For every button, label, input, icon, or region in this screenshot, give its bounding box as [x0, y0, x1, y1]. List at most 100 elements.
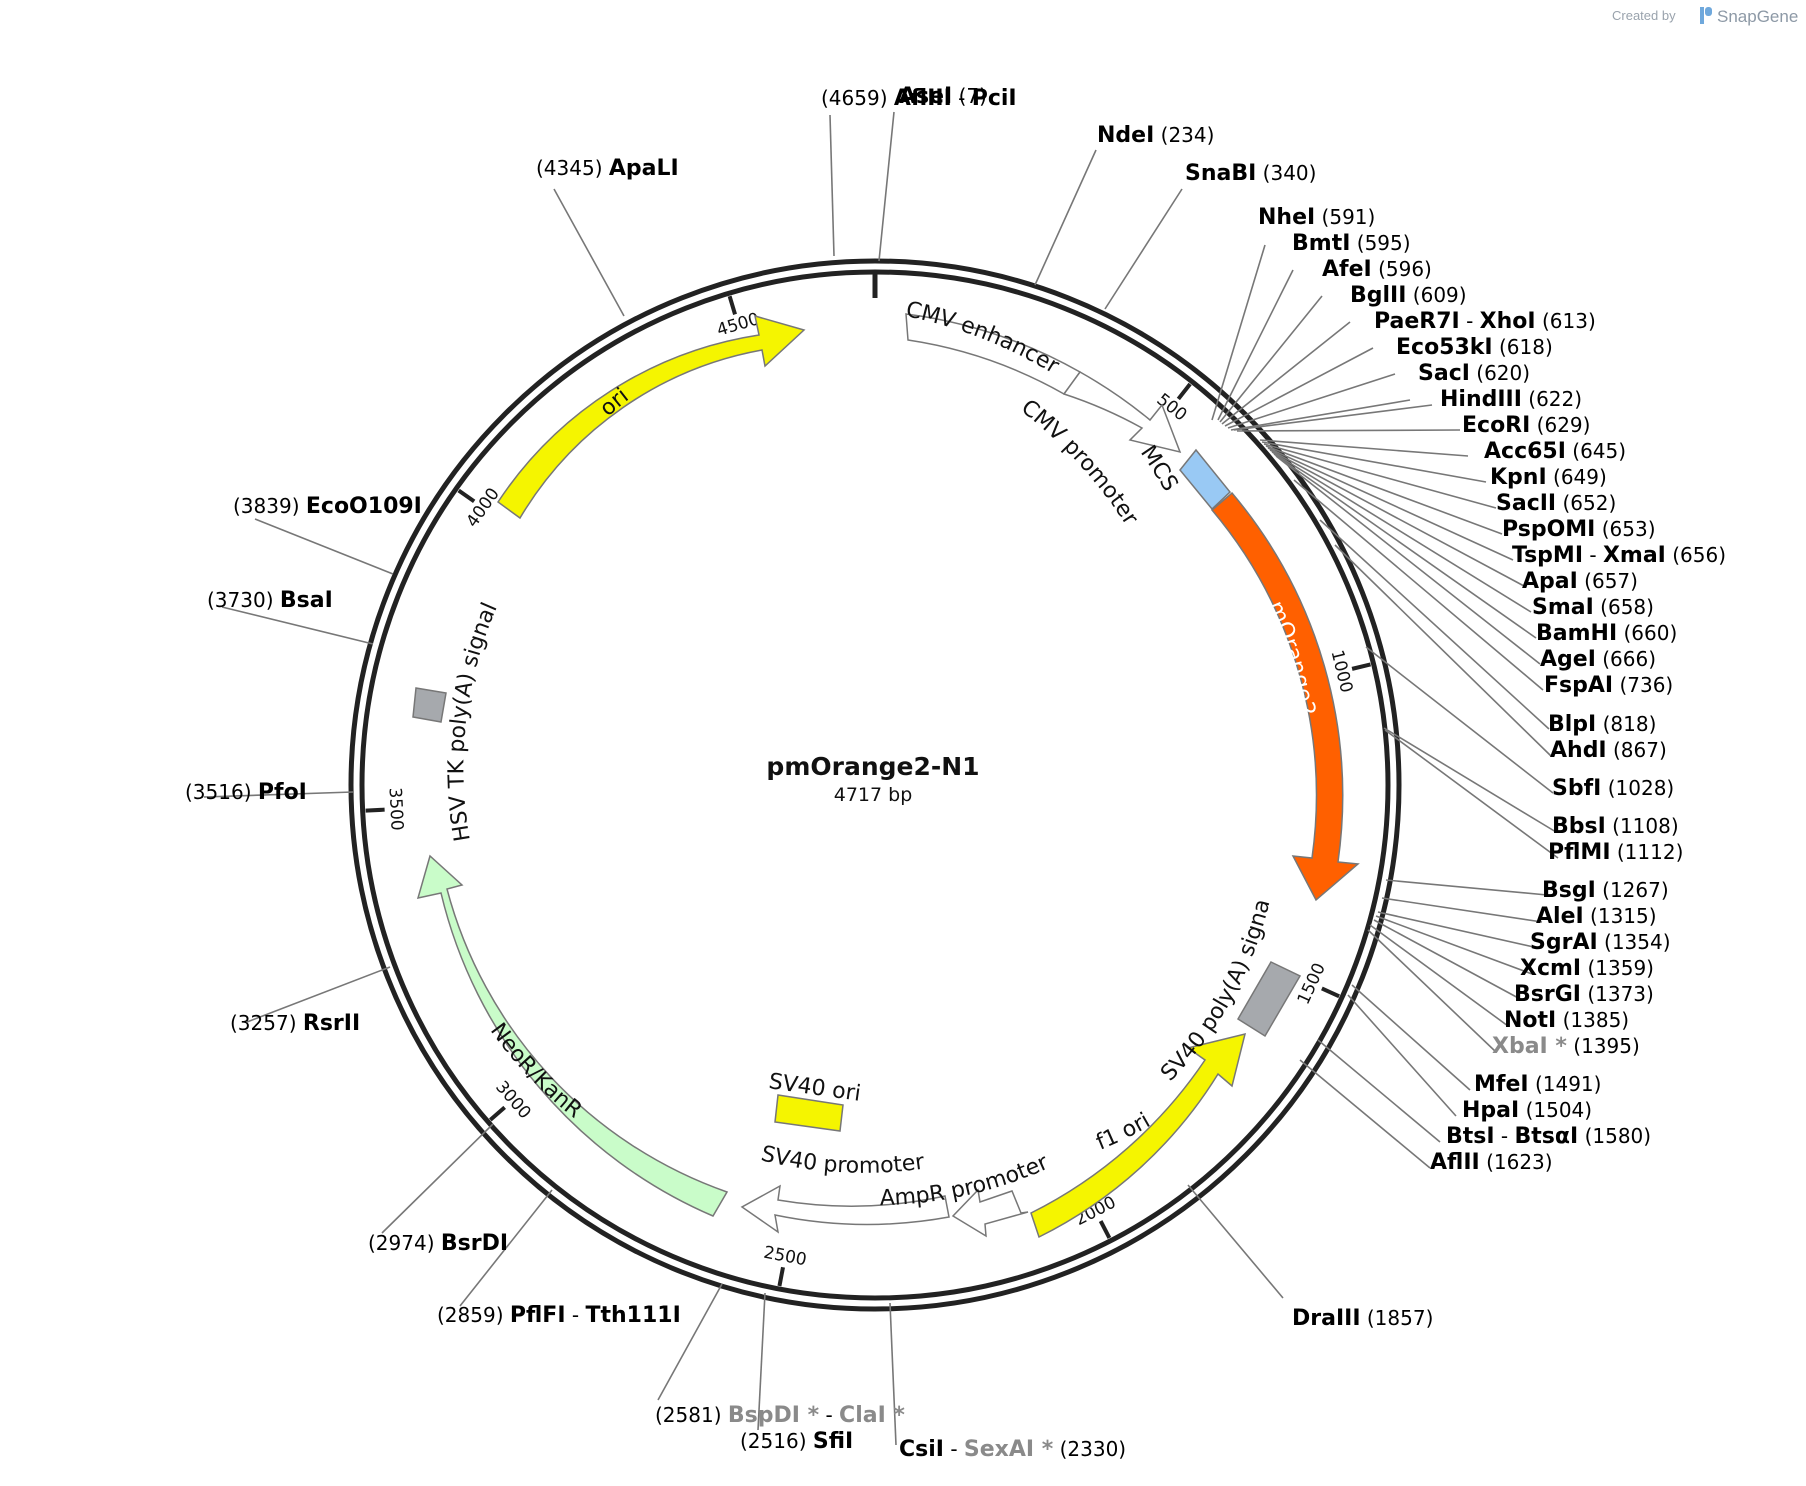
restriction-site-label[interactable]: EcoRI (629): [1462, 413, 1590, 438]
site-enzyme-name: FspAI: [1544, 673, 1613, 698]
restriction-site-label[interactable]: SgrAI (1354): [1530, 930, 1671, 955]
tick-mark: [457, 488, 476, 504]
restriction-site-label[interactable]: BamHI (660): [1536, 621, 1677, 646]
restriction-site-label[interactable]: AleI (1315): [1536, 904, 1657, 929]
restriction-site-label[interactable]: FspAI (736): [1544, 673, 1673, 698]
restriction-site-label[interactable]: NotI (1385): [1504, 1008, 1629, 1033]
site-position: (1267): [1602, 878, 1669, 902]
restriction-site-label[interactable]: (3839) EcoO109I: [233, 494, 422, 519]
restriction-site-label[interactable]: NheI (591): [1258, 205, 1375, 230]
restriction-site-label[interactable]: BlpI (818): [1548, 712, 1656, 737]
restriction-site-label[interactable]: CsiI - SexAI * (2330): [899, 1437, 1126, 1462]
restriction-site-label[interactable]: BmtI (595): [1292, 231, 1411, 256]
created-by-credit: Created by SnapGene: [1612, 7, 1798, 26]
restriction-site-label[interactable]: (4659) AflIII - PciI: [821, 86, 1017, 111]
site-enzyme-name: AhdI: [1550, 738, 1607, 763]
site-enzyme-name: EcoRI: [1462, 413, 1530, 438]
site-enzyme-name: XcmI: [1520, 956, 1581, 981]
tick-label: 2500: [762, 1243, 808, 1271]
feature-f1-ori[interactable]: [1030, 1032, 1247, 1239]
site-position: (1395): [1573, 1034, 1640, 1058]
site-enzyme-name: BsaI: [280, 588, 333, 613]
site-enzyme-name: KpnI: [1490, 465, 1547, 490]
site-enzyme-name: AfeI: [1322, 257, 1372, 282]
site-position: (666): [1602, 647, 1656, 671]
restriction-site-label[interactable]: SmaI (658): [1532, 595, 1654, 620]
feature-cmv-promoter[interactable]: [1062, 371, 1182, 454]
feature-label-sv40-promoter: SV40 promoter: [759, 1142, 927, 1179]
restriction-site-label[interactable]: AfeI (596): [1322, 257, 1432, 282]
restriction-site-label[interactable]: (3730) BsaI: [207, 588, 333, 613]
restriction-site-label[interactable]: (4345) ApaLI: [536, 156, 679, 181]
restriction-site-label[interactable]: PaeR7I - XhoI (613): [1374, 309, 1596, 334]
site-leader-lines: [203, 111, 1559, 1446]
restriction-site-label[interactable]: TspMI - XmaI (656): [1512, 543, 1726, 568]
site-enzyme-name: XmaI: [1603, 543, 1666, 568]
restriction-site-label[interactable]: KpnI (649): [1490, 465, 1607, 490]
restriction-site-label[interactable]: BbsI (1108): [1552, 814, 1679, 839]
restriction-site-label[interactable]: NdeI (234): [1097, 123, 1214, 148]
site-position: (1112): [1617, 840, 1684, 864]
restriction-site-label[interactable]: AseI (7): [899, 84, 987, 109]
restriction-site-label[interactable]: (2859) PflFI - Tth111I: [437, 1303, 681, 1328]
site-enzyme-name: AseI: [899, 84, 952, 109]
restriction-site-label[interactable]: SnaBI (340): [1185, 161, 1316, 186]
restriction-site-label[interactable]: MfeI (1491): [1474, 1072, 1601, 1097]
site-enzyme-name: SacI: [1418, 361, 1470, 386]
restriction-site-label[interactable]: Acc65I (645): [1484, 439, 1626, 464]
site-enzyme-name: AflIII: [894, 86, 952, 111]
feature-hsv-tk-polya[interactable]: [412, 687, 447, 723]
tick-mark: [1098, 1220, 1112, 1239]
restriction-site-label[interactable]: HpaI (1504): [1462, 1098, 1592, 1123]
restriction-site-label[interactable]: BglII (609): [1350, 283, 1467, 308]
restriction-site-label[interactable]: PspOMI (653): [1502, 517, 1656, 542]
feature-label-hsv-tk-polya: HSV TK poly(A) signal: [444, 599, 502, 843]
site-enzyme-name: BglII: [1350, 283, 1406, 308]
site-enzyme-name: HindIII: [1440, 387, 1522, 412]
restriction-site-label[interactable]: (3516) PfoI: [185, 780, 307, 805]
restriction-site-label[interactable]: (2974) BsrDI: [368, 1231, 508, 1256]
site-enzyme-name: ClaI *: [839, 1403, 905, 1428]
feature-neor-kanr[interactable]: [416, 854, 729, 1217]
restriction-site-label[interactable]: AhdI (867): [1550, 738, 1667, 763]
feature-morange2[interactable]: [1210, 491, 1360, 902]
restriction-site-label[interactable]: XcmI (1359): [1520, 956, 1654, 981]
site-enzyme-name: PflFI: [510, 1303, 566, 1328]
site-position: (629): [1537, 413, 1591, 437]
restriction-site-label[interactable]: XbaI * (1395): [1492, 1034, 1640, 1059]
feature-ori[interactable]: [496, 314, 806, 520]
restriction-site-label[interactable]: SbfI (1028): [1552, 776, 1674, 801]
site-enzyme-name: NheI: [1258, 205, 1315, 230]
site-enzyme-name: Eco53kI: [1396, 335, 1493, 360]
site-separator: -: [819, 1403, 839, 1427]
restriction-site-label[interactable]: PflMI (1112): [1548, 840, 1683, 865]
snapgene-logo-icon: [1700, 7, 1712, 24]
restriction-site-label[interactable]: AgeI (666): [1540, 647, 1656, 672]
site-separator: -: [1583, 543, 1603, 567]
tick-label: 3500: [385, 787, 407, 831]
site-enzyme-name: AleI: [1536, 904, 1584, 929]
restriction-site-label[interactable]: SacII (652): [1496, 491, 1616, 516]
restriction-site-label[interactable]: (3257) RsrII: [230, 1011, 360, 1036]
restriction-site-label[interactable]: DraIII (1857): [1292, 1306, 1433, 1331]
feature-sv40-promoter[interactable]: [740, 1184, 950, 1234]
site-enzyme-name: PaeR7I: [1374, 309, 1460, 334]
site-position: (609): [1413, 283, 1467, 307]
restriction-site-label[interactable]: (2581) BspDI * - ClaI *: [655, 1403, 905, 1428]
site-enzyme-name: BmtI: [1292, 231, 1350, 256]
restriction-site-label[interactable]: AflII (1623): [1430, 1150, 1553, 1175]
restriction-site-label[interactable]: BsgI (1267): [1542, 878, 1669, 903]
restriction-site-label[interactable]: BsrGI (1373): [1514, 982, 1654, 1007]
feature-sv40-polya[interactable]: [1236, 961, 1302, 1038]
restriction-site-label[interactable]: SacI (620): [1418, 361, 1530, 386]
feature-mcs[interactable]: [1179, 448, 1232, 511]
restriction-site-label[interactable]: Eco53kI (618): [1396, 335, 1553, 360]
site-enzyme-name: PciI: [972, 86, 1017, 111]
restriction-site-label[interactable]: ApaI (657): [1522, 569, 1638, 594]
features: [412, 313, 1360, 1239]
restriction-site-label[interactable]: (2516) SfiI: [740, 1429, 853, 1454]
restriction-site-label[interactable]: HindIII (622): [1440, 387, 1582, 412]
feature-ampr-promoter[interactable]: [951, 1188, 1029, 1238]
feature-sv40-ori[interactable]: [774, 1094, 844, 1132]
restriction-site-label[interactable]: BtsI - BtsαI (1580): [1446, 1124, 1651, 1149]
